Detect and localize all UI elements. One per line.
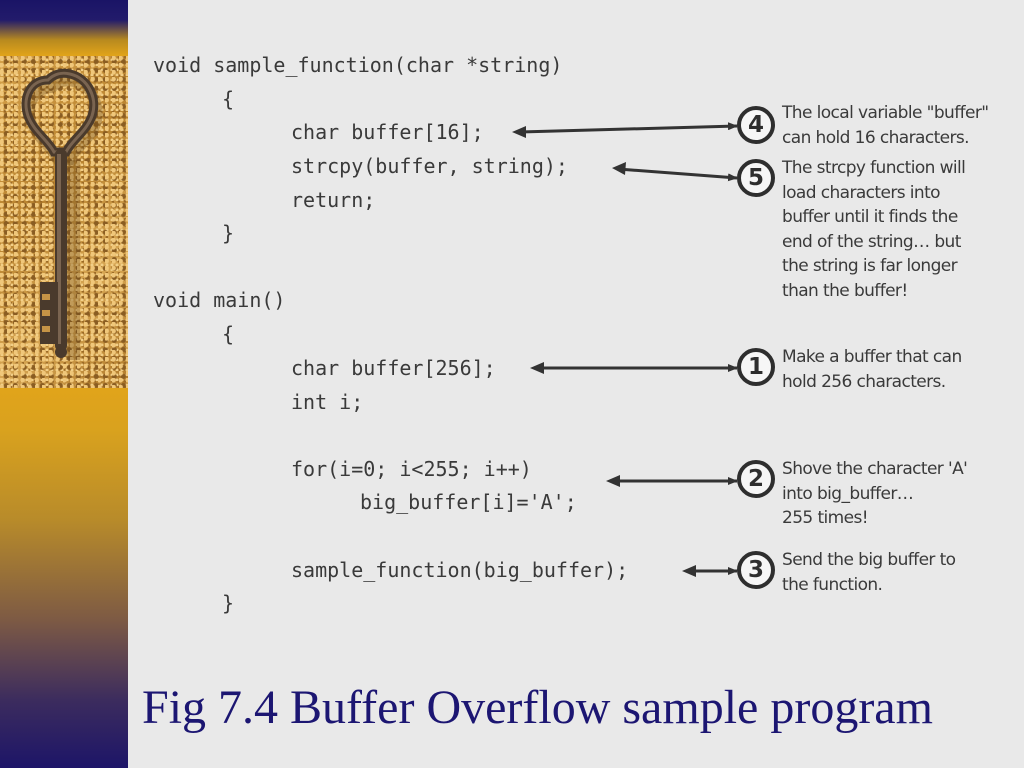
note-line: load characters into — [782, 182, 941, 203]
step-5-marker: 5 — [737, 159, 775, 197]
note-line: The local variable "buffer" — [782, 103, 989, 123]
note-step-2: Shove the character 'A' into big_buffer…… — [782, 457, 968, 531]
note-line: Send the big buffer to — [782, 550, 956, 570]
note-line: buffer until it finds the — [782, 207, 958, 227]
key-photo-icon — [0, 56, 128, 388]
slide-title: Fig 7.4 Buffer Overflow sample program — [142, 681, 933, 734]
code-line: { — [222, 87, 235, 111]
step-4-marker: 4 — [737, 106, 775, 144]
code-line: big_buffer[i]='A'; — [360, 490, 577, 514]
note-line: can hold 16 characters. — [782, 127, 970, 148]
note-step-5: The strcpy function will load characters… — [782, 156, 966, 303]
note-line: into big_buffer… — [782, 483, 914, 504]
code-line: strcpy(buffer, string); — [291, 154, 568, 178]
code-line: sample_function(big_buffer); — [291, 558, 629, 582]
code-line: void main() — [153, 288, 286, 312]
step-1-marker: 1 — [737, 348, 775, 386]
arrow-4 — [519, 122, 738, 134]
code-line: for(i=0; i<255; i++) — [291, 457, 532, 481]
code-line: void sample_function(char *string) — [153, 53, 563, 77]
arrow-5 — [617, 167, 738, 182]
code-line: } — [222, 591, 235, 615]
code-line: int i; — [291, 390, 364, 414]
step-2-marker: 2 — [737, 460, 775, 498]
code-line: char buffer[256]; — [291, 356, 496, 380]
note-step-4: The local variable "buffer" can hold 16 … — [782, 101, 989, 150]
note-line: end of the string… but — [782, 231, 961, 252]
code-line: char buffer[16]; — [291, 120, 484, 144]
note-line: The strcpy function will — [782, 158, 966, 178]
note-line: the function. — [782, 574, 883, 595]
note-step-3: Send the big buffer to the function. — [782, 548, 956, 597]
note-step-1: Make a buffer that can hold 256 characte… — [782, 345, 962, 394]
note-line: Make a buffer that can — [782, 347, 962, 367]
code-line: } — [222, 221, 235, 245]
note-line: Shove the character 'A' — [782, 459, 968, 479]
note-line: than the buffer! — [782, 280, 908, 301]
note-line: 255 times! — [782, 508, 869, 528]
step-3-marker: 3 — [737, 551, 775, 589]
code-line: return; — [291, 188, 376, 212]
code-line: { — [222, 322, 235, 346]
note-line: the string is far longer — [782, 256, 958, 276]
note-line: hold 256 characters. — [782, 371, 946, 392]
